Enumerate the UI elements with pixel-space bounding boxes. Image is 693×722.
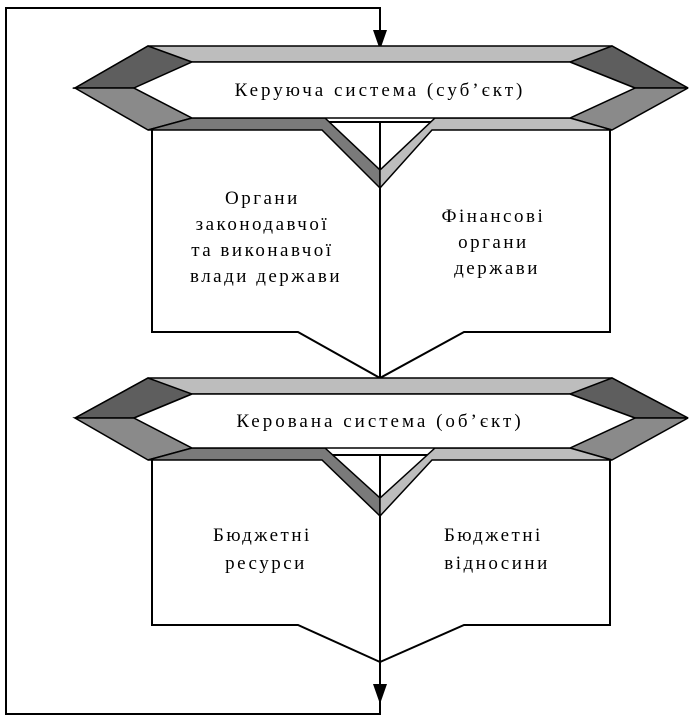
subject-banner-face [132,61,637,119]
object-right-line-2: відносини [444,553,550,574]
subject-left-box [151,121,381,380]
subject-right-box-text: Фінансові органи держави [442,206,553,279]
object-system-title: Керована система (об’єкт) [236,411,523,432]
subject-right-line-1: Фінансові [442,206,546,227]
object-system-block: Керована система (об’єкт) Бюджетні ресур… [72,377,689,664]
subject-banner [72,45,689,190]
subject-left-line-2: законодавчої [196,214,330,235]
object-left-box [151,454,381,664]
subject-left-line-3: та виконавчої [191,240,333,261]
top-arrow-head [373,30,387,50]
object-right-box-text: Бюджетні відносини [444,525,550,574]
object-left-line-2: ресурси [225,553,307,574]
object-right-line-1: Бюджетні [444,525,543,546]
subject-right-line-2: органи [458,232,529,253]
subject-system-block: Керуюча система (суб’єкт) Органи законод… [72,45,689,380]
subject-left-box-text: Органи законодавчої та виконавчої влади … [190,188,342,287]
object-left-line-1: Бюджетні [213,525,312,546]
bottom-arrow-head [373,684,387,704]
subject-right-line-3: держави [454,258,540,279]
subject-left-line-1: Органи [225,188,300,209]
object-banner [72,377,689,518]
object-left-box-text: Бюджетні ресурси [213,525,319,574]
subject-system-title: Керуюча система (суб’єкт) [235,80,526,101]
object-banner-face [132,393,637,449]
subject-left-line-4: влади держави [190,266,342,287]
